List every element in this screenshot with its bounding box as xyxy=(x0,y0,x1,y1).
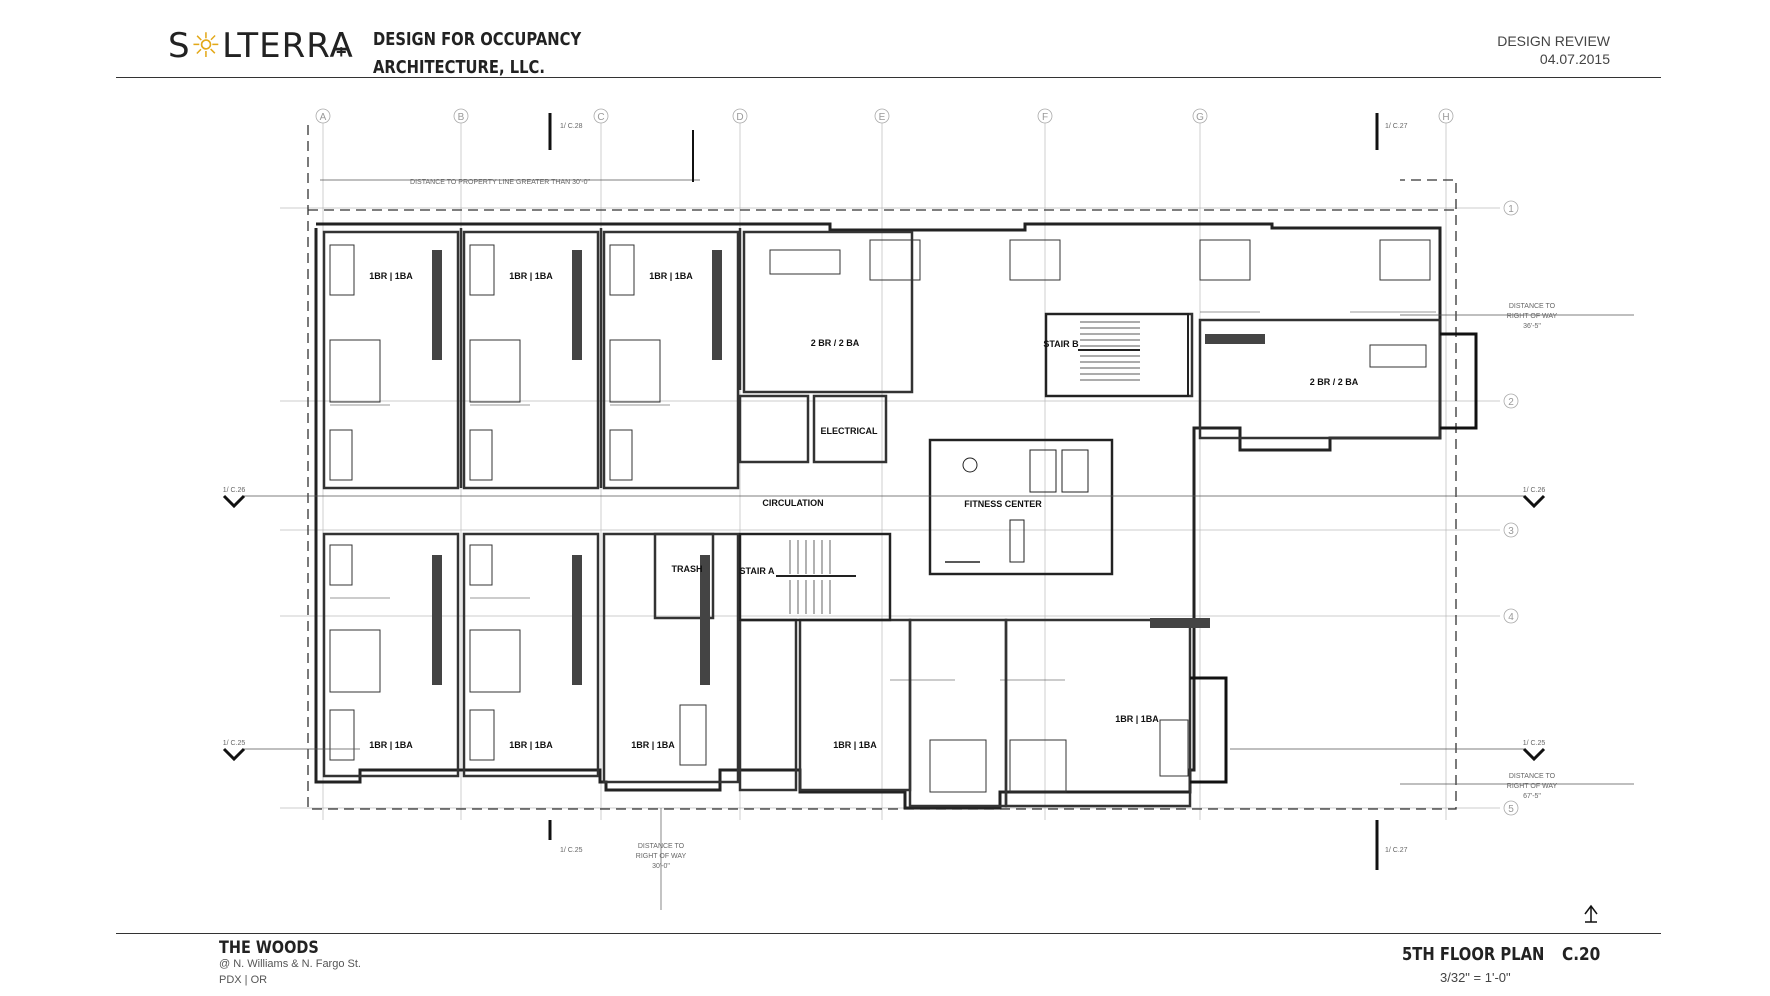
section-c26-left: 1/ C.26 xyxy=(223,487,246,494)
grid-bubble-1 xyxy=(1503,200,1519,216)
room-label-unit-e2: 1BR | 1BA xyxy=(1115,714,1159,724)
room-label-trash: TRASH xyxy=(672,564,703,574)
section-c27-top: 1/ C.27 xyxy=(1385,123,1408,130)
room-label-unit-c2: 1BR | 1BA xyxy=(631,740,675,750)
row-note-1-label: DISTANCE TO xyxy=(1509,303,1556,310)
row-note-1-dim: 36'-5" xyxy=(1523,323,1541,330)
grid-label-4: 4 xyxy=(1508,612,1514,623)
exterior-walls xyxy=(314,222,1442,810)
unit-walls-top xyxy=(322,228,1442,490)
row-note-2-sub: RIGHT OF WAY xyxy=(1507,783,1558,790)
footer-rule xyxy=(116,933,1661,934)
row-note-2-dim: 67'-5" xyxy=(1523,793,1541,800)
section-c25-right: 1/ C.25 xyxy=(1523,740,1546,747)
room-label-unit-2br-east: 2 BR / 2 BA xyxy=(1310,377,1359,387)
section-c28-bottom: 1/ C.25 xyxy=(560,847,583,854)
logo-letter-s: S xyxy=(168,26,191,66)
room-label-circulation: CIRCULATION xyxy=(762,498,823,508)
project-address: @ N. Williams & N. Fargo St. xyxy=(219,958,361,970)
drawing-scale: 3/32" = 1'-0" xyxy=(1440,970,1511,985)
grid-label-5: 5 xyxy=(1508,804,1514,815)
sheet-title: 5TH FLOOR PLAN xyxy=(1402,944,1545,965)
grid-bubble-c xyxy=(593,108,609,124)
sun-icon: ☼ xyxy=(190,26,223,66)
architect-firm: DESIGN FOR OCCUPANCY ARCHITECTURE, LLC. xyxy=(373,26,581,82)
review-label: DESIGN REVIEW xyxy=(1497,33,1610,49)
row-note-2-label: DISTANCE TO xyxy=(1509,773,1556,780)
row-note-3-sub: RIGHT OF WAY xyxy=(636,853,687,860)
fitness-center xyxy=(929,439,1113,575)
project-title: THE WOODS xyxy=(219,938,319,958)
north-arrow-icon xyxy=(1584,904,1598,923)
property-line xyxy=(307,125,1457,810)
grid-label-2: 2 xyxy=(1508,397,1514,408)
room-label-stair-b: STAIR B xyxy=(1043,339,1079,349)
kitchen-counters xyxy=(432,250,1265,685)
grid-bubble-b xyxy=(453,108,469,124)
room-label-unit-2br-west: 2 BR / 2 BA xyxy=(811,338,860,348)
room-label-stair-a: STAIR A xyxy=(740,566,775,576)
logo-text: LTERRA xyxy=(222,26,354,66)
solterra-logo: S☼LTERRA xyxy=(168,26,354,66)
grid-label-g: G xyxy=(1196,112,1204,123)
review-date: 04.07.2015 xyxy=(1539,51,1610,67)
design-review-stamp: DESIGN REVIEW 04.07.2015 xyxy=(1497,32,1610,68)
stair-b xyxy=(1045,313,1189,397)
section-c26-right: 1/ C.26 xyxy=(1523,487,1546,494)
grid-bubble-3 xyxy=(1503,522,1519,538)
grid-label-d: D xyxy=(736,112,743,123)
section-c27-bottom: 1/ C.27 xyxy=(1385,847,1408,854)
room-label-unit-a1: 1BR | 1BA xyxy=(369,271,413,281)
project-city: PDX | OR xyxy=(219,974,268,986)
stair-a xyxy=(739,533,891,621)
property-line-note: DISTANCE TO PROPERTY LINE GREATER THAN 3… xyxy=(410,179,590,186)
plus-sign: + xyxy=(336,42,347,62)
grid-bubble-5 xyxy=(1503,800,1519,816)
grid-bubble-e xyxy=(874,108,890,124)
grid-label-1: 1 xyxy=(1508,204,1514,215)
closet-shelves xyxy=(330,311,1436,681)
grid-label-e: E xyxy=(879,112,886,123)
section-c28-top: 1/ C.28 xyxy=(560,123,583,130)
grid-bubble-a xyxy=(315,108,331,124)
grid-bubble-2 xyxy=(1503,393,1519,409)
grid-label-3: 3 xyxy=(1508,526,1514,537)
grid-label-c: C xyxy=(597,112,604,123)
section-markers xyxy=(222,113,1546,870)
room-label-fitness: FITNESS CENTER xyxy=(964,499,1042,509)
row-note-3-dim: 30'-0" xyxy=(652,863,670,870)
firm-line-1: DESIGN FOR OCCUPANCY xyxy=(373,29,582,50)
firm-line-2: ARCHITECTURE, LLC. xyxy=(373,57,545,78)
balconies xyxy=(1190,332,1478,784)
grid-bubble-f xyxy=(1037,108,1053,124)
grid-bubble-4 xyxy=(1503,608,1519,624)
grid-label-h: H xyxy=(1442,112,1449,123)
section-c25-left: 1/ C.25 xyxy=(223,740,246,747)
header-rule xyxy=(116,77,1661,78)
sheet-number: C.20 xyxy=(1562,944,1601,965)
room-label-unit-a2: 1BR | 1BA xyxy=(369,740,413,750)
row-note-1-sub: RIGHT OF WAY xyxy=(1507,313,1558,320)
grid-label-b: B xyxy=(458,112,465,123)
grid-label-f: F xyxy=(1042,112,1048,123)
row-note-3-label: DISTANCE TO xyxy=(638,843,685,850)
grid-bubble-d xyxy=(732,108,748,124)
unit-walls-bottom xyxy=(322,438,1192,808)
room-label-unit-d2: 1BR | 1BA xyxy=(833,740,877,750)
room-label-unit-c1: 1BR | 1BA xyxy=(649,271,693,281)
grid-label-a: A xyxy=(320,112,327,123)
grid-bubble-g xyxy=(1192,108,1208,124)
unit-fixtures xyxy=(329,239,1431,793)
room-label-electrical: ELECTRICAL xyxy=(821,426,878,436)
grid-bubble-h xyxy=(1438,108,1454,124)
room-label-unit-b1: 1BR | 1BA xyxy=(509,271,553,281)
room-label-unit-b2: 1BR | 1BA xyxy=(509,740,553,750)
